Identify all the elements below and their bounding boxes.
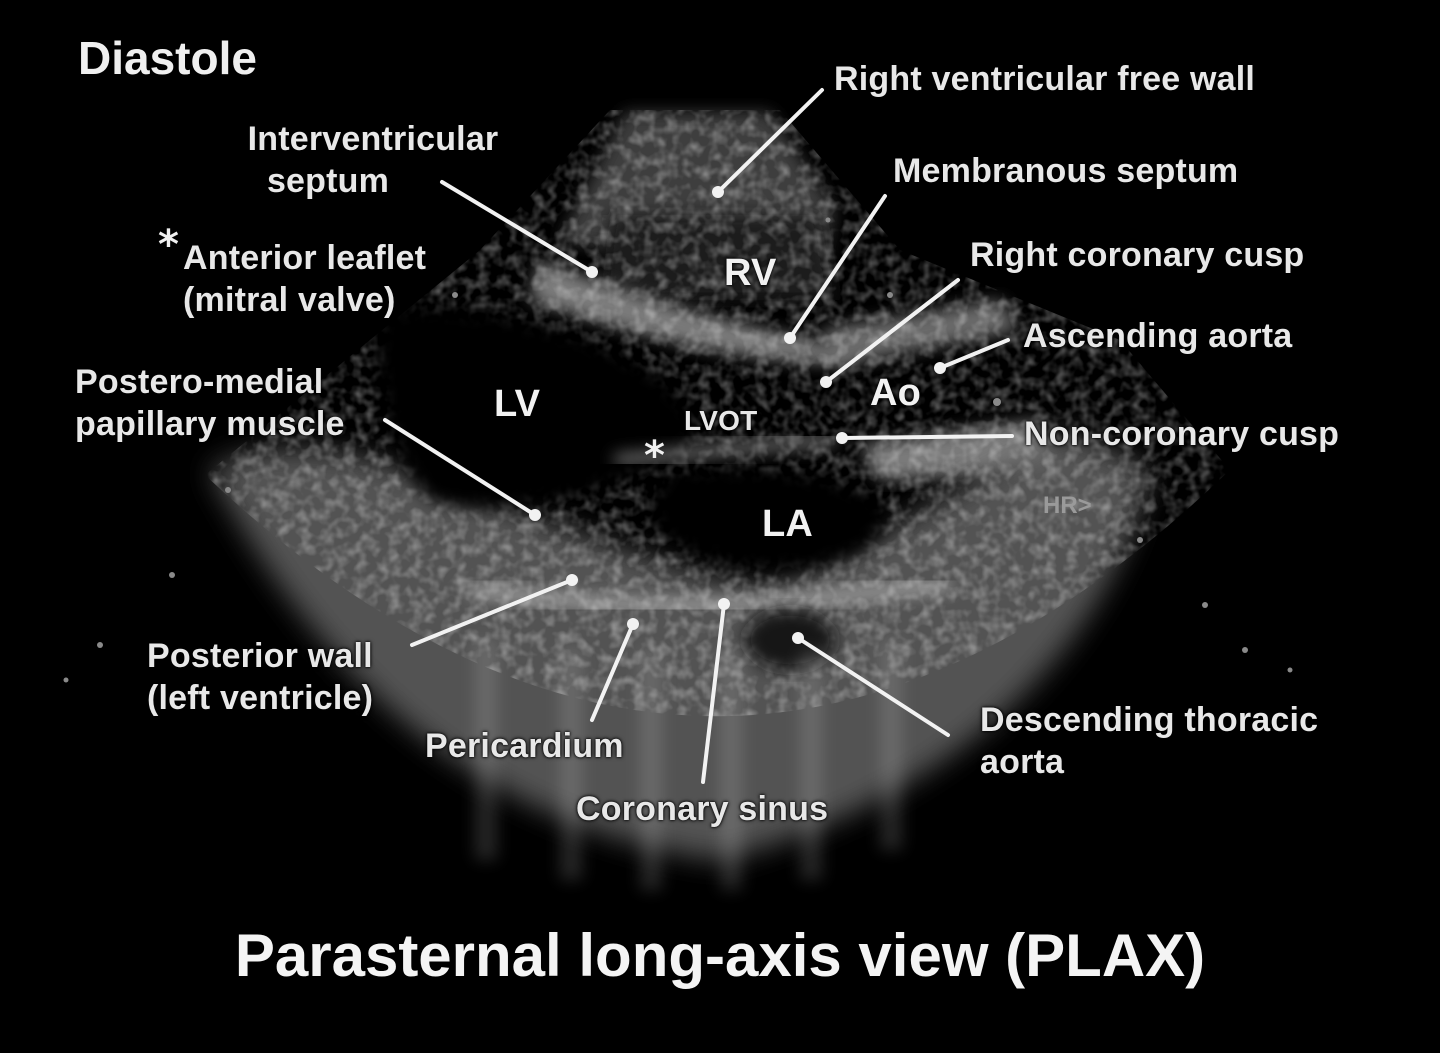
label-anterior-leaflet-line-1: Anterior leaflet [183,239,427,277]
chamber-label-lv: LV [494,383,541,425]
label-rv-free-wall: Right ventricular free wall [834,60,1256,98]
leader-ascending-aorta [938,338,1010,370]
label-non-coronary-cusp: Non-coronary cusp [1024,415,1340,453]
label-postero-medial-muscle: Postero-medial papillary muscle [75,361,345,445]
chamber-label-rv: RV [724,252,777,294]
leader-pericardium [590,622,635,722]
leader-dot-right-coronary-cusp [820,376,832,388]
label-right-coronary-cusp: Right coronary cusp [970,236,1305,274]
label-posterior-wall-line-1: Posterior wall [147,637,373,675]
chamber-label-lvot: LVOT [684,405,758,436]
leader-dot-ascending-aorta [934,362,946,374]
leader-dot-coronary-sinus [718,598,730,610]
leader-rv-free-wall [716,88,824,194]
leader-right-coronary-cusp [824,278,960,384]
phase-label: Diastole [78,32,257,84]
figure-title: Parasternal long-axis view (PLAX) [234,922,1206,989]
chamber-label-ao: Ao [870,372,922,414]
leader-posterior-wall [410,578,574,647]
label-posterior-wall-line-2: (left ventricle) [147,679,374,717]
label-interventricular-septum-line-1: Interventricular [247,120,499,158]
asterisk-marker-legend: * [158,222,179,268]
label-posterior-wall: Posterior wall (left ventricle) [147,635,373,719]
leader-lines [383,88,1014,784]
label-postero-medial-muscle-line-2: papillary muscle [75,405,345,443]
leader-dot-descending-aorta [792,632,804,644]
leader-interventricular-septum [440,180,594,274]
leader-dot-pericardium [627,618,639,630]
asterisk-marker-leaflet: * [644,433,665,479]
chamber-label-la: LA [762,503,814,545]
leader-postero-medial-muscle [383,418,537,517]
hr-marker: HR> [1043,492,1092,519]
depth-markers [63,217,1293,683]
label-interventricular-septum-line-2: septum [266,162,390,200]
leader-dot-interventricular-septum [586,266,598,278]
leader-non-coronary-cusp [840,434,1014,440]
label-anterior-leaflet-line-2: (mitral valve) [183,281,396,319]
label-anterior-leaflet: Anterior leaflet (mitral valve) [183,237,426,321]
leader-membranous-septum [788,194,887,340]
label-pericardium: Pericardium [425,727,624,765]
label-coronary-sinus: Coronary sinus [576,790,829,828]
leader-dot-postero-medial-muscle [529,509,541,521]
label-descending-aorta: Descending thoracic aorta [980,699,1318,783]
leader-dot-rv-free-wall [712,186,724,198]
leader-dot-posterior-wall [566,574,578,586]
label-membranous-septum: Membranous septum [893,152,1239,190]
label-postero-medial-muscle-line-1: Postero-medial [75,363,324,401]
leader-coronary-sinus [701,602,726,784]
label-descending-aorta-line-2: aorta [980,743,1065,781]
label-interventricular-septum: Interventricular septum [234,118,512,202]
label-ascending-aorta: Ascending aorta [1023,317,1293,355]
leader-dot-non-coronary-cusp [836,432,848,444]
label-descending-aorta-line-1: Descending thoracic [980,701,1319,739]
leader-descending-aorta [796,636,950,737]
leader-dot-membranous-septum [784,332,796,344]
